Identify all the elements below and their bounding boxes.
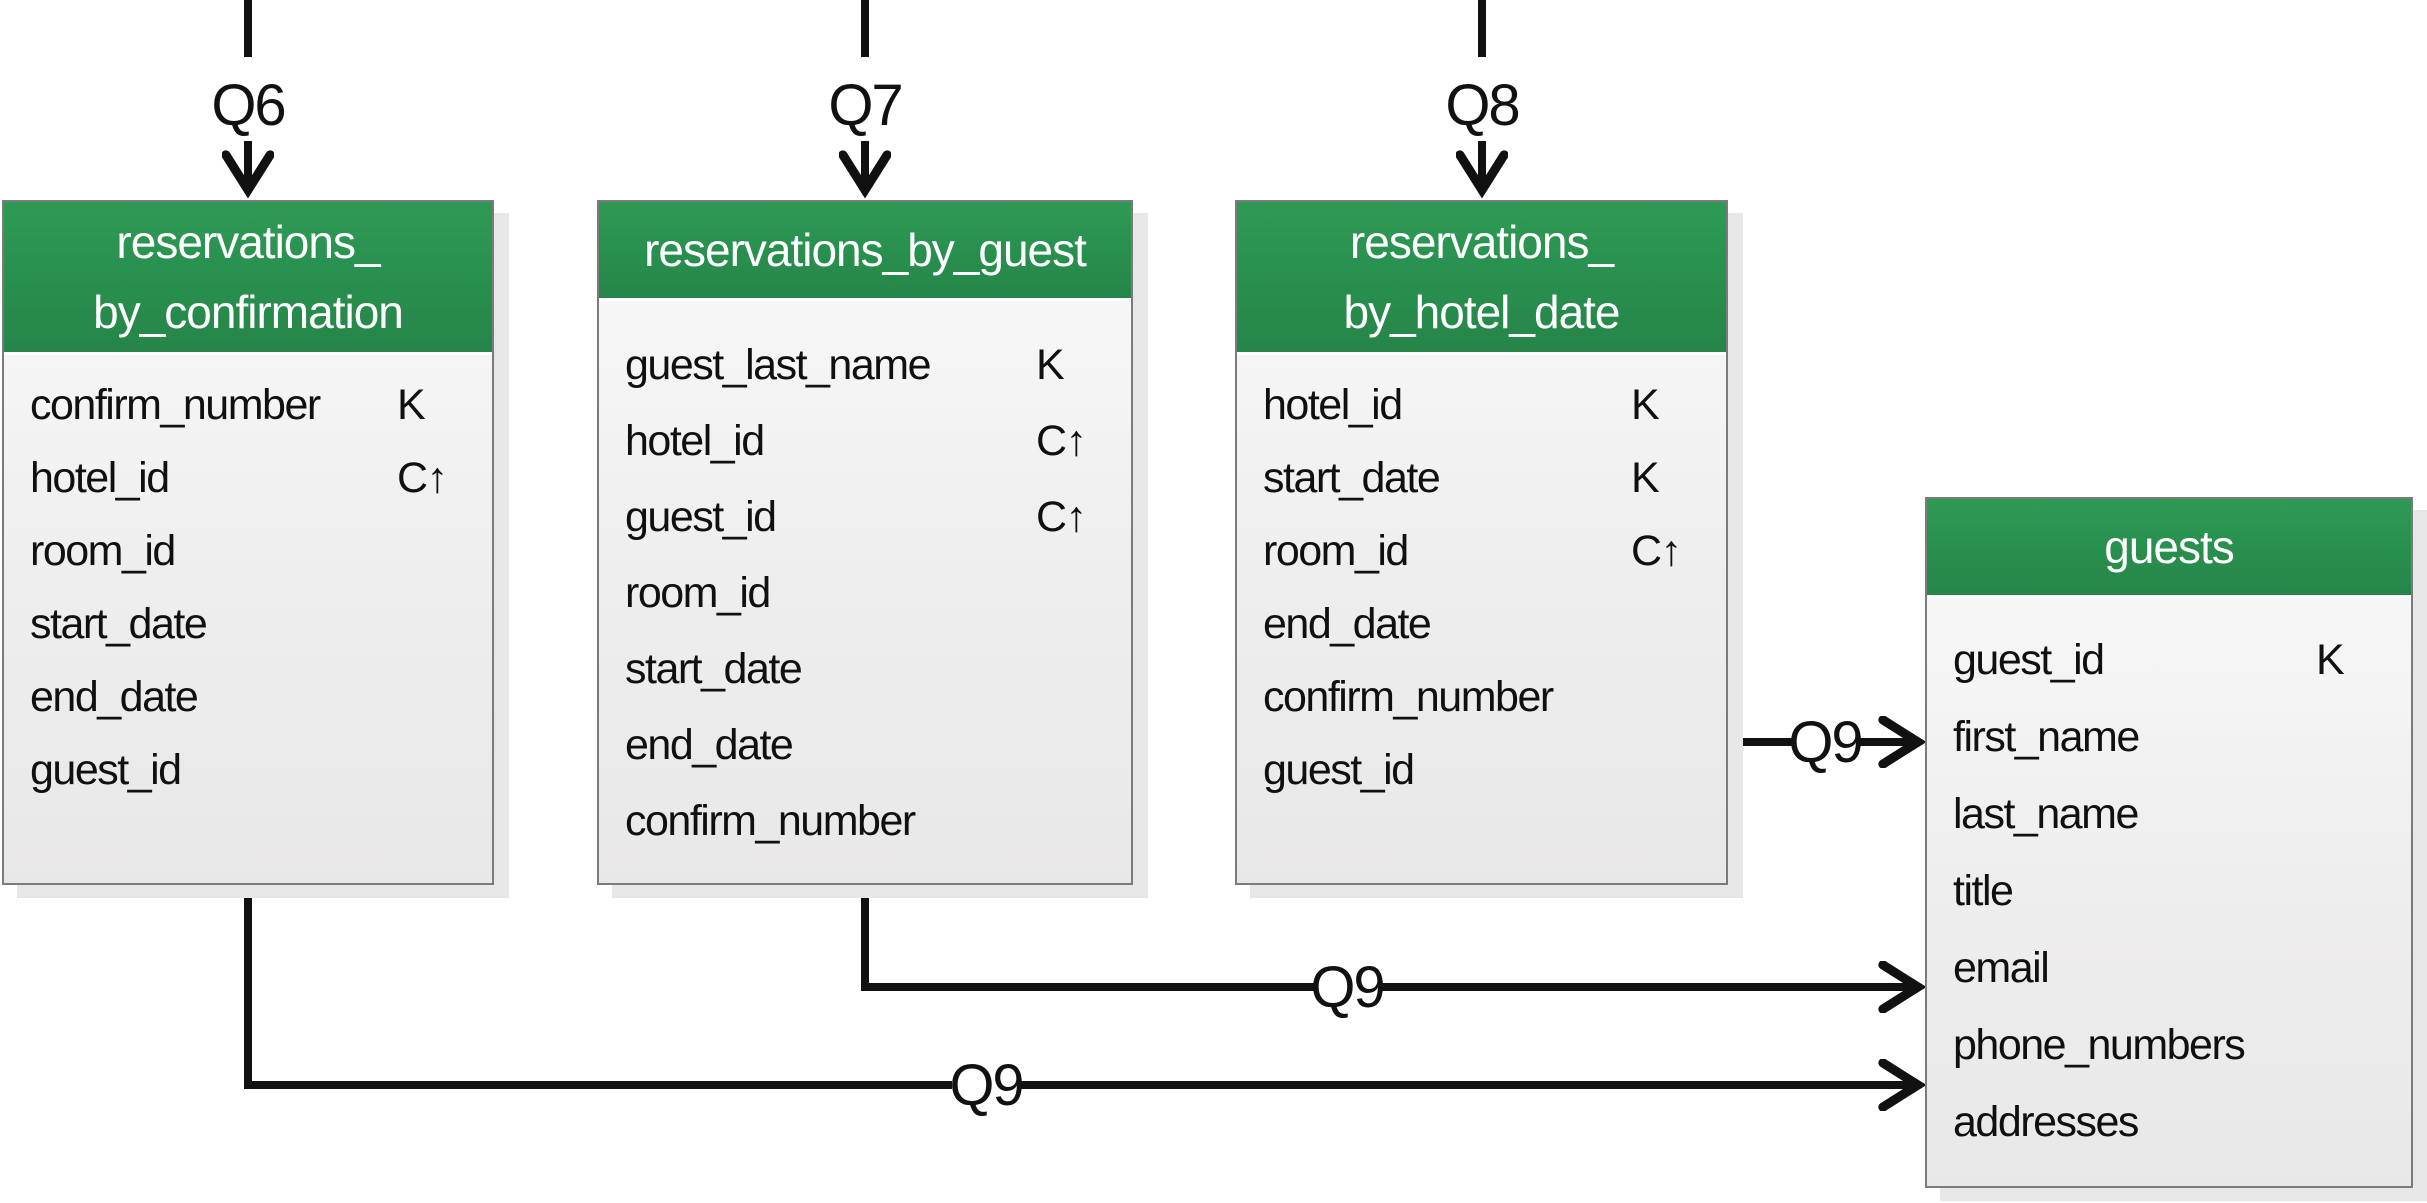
column-row: guest_id K — [1927, 622, 2411, 699]
column-row: room_id — [4, 515, 492, 588]
column-row: hotel_id C↑ — [4, 442, 492, 515]
column-name: guest_id — [625, 492, 777, 541]
column-name: room_id — [30, 527, 176, 575]
clustering-key-indicator: C↑ — [1036, 416, 1087, 465]
column-name: title — [1953, 867, 2014, 915]
key-indicator: K — [1631, 454, 1660, 502]
entity-table-guests: guests guest_id K first_name last_name t… — [1925, 497, 2413, 1188]
column-name: addresses — [1953, 1098, 2139, 1146]
q7-label: Q7 — [828, 73, 901, 138]
connector-q6: Q6 — [211, 0, 287, 190]
entity-table-reservations-by-hotel-date: reservations_ by_hotel_date hotel_id K s… — [1235, 200, 1728, 885]
clustering-key-indicator: C↑ — [1631, 527, 1682, 575]
column-row: hotel_id K — [1237, 369, 1726, 442]
column-name: email — [1953, 944, 2050, 992]
table-title-line: by_hotel_date — [1343, 286, 1620, 338]
connector-q9-hotel-date-to-guests: Q9 — [1726, 710, 1918, 775]
table-body: hotel_id K start_date K room_id C↑ end_d… — [1237, 355, 1726, 807]
column-row: guest_id — [4, 734, 492, 807]
column-name: confirm_number — [30, 381, 321, 429]
column-name: phone_numbers — [1953, 1021, 2246, 1069]
column-row: end_date — [599, 707, 1131, 783]
column-name: guest_id — [1263, 746, 1415, 794]
entity-table-reservations-by-guest: reservations_by_guest guest_last_name K … — [597, 200, 1133, 885]
column-row: start_date — [599, 631, 1131, 707]
column-row: room_id C↑ — [1237, 515, 1726, 588]
column-row: room_id — [599, 555, 1131, 631]
column-row: guest_id C↑ — [599, 479, 1131, 555]
column-row: guest_id — [1237, 734, 1726, 807]
column-row: last_name — [1927, 776, 2411, 853]
clustering-key-indicator: C↑ — [397, 454, 448, 502]
table-title-line: reservations_by_guest — [644, 224, 1087, 276]
q9-label: Q9 — [1788, 710, 1861, 775]
table-title-line: by_confirmation — [93, 286, 404, 338]
column-name: confirm_number — [625, 796, 916, 845]
column-row: hotel_id C↑ — [599, 403, 1131, 479]
column-name: last_name — [1953, 790, 2139, 838]
table-title-line: reservations_ — [116, 216, 380, 268]
column-row: email — [1927, 930, 2411, 1007]
key-indicator: K — [1036, 340, 1065, 389]
table-title-line: guests — [2104, 521, 2235, 573]
column-name: start_date — [625, 644, 803, 693]
connector-q9-confirmation-to-guests: Q9 — [244, 884, 1918, 1118]
table-body: guest_last_name K hotel_id C↑ guest_id C… — [599, 301, 1131, 859]
column-row: start_date K — [1237, 442, 1726, 515]
column-name: guest_id — [1953, 636, 2105, 684]
table-header: reservations_ by_hotel_date — [1237, 202, 1726, 355]
q9-label: Q9 — [1310, 955, 1383, 1020]
column-name: end_date — [625, 720, 794, 769]
q8-label: Q8 — [1445, 73, 1518, 138]
entity-table-reservations-by-confirmation: reservations_ by_confirmation confirm_nu… — [2, 200, 494, 885]
column-name: hotel_id — [625, 416, 765, 465]
column-name: room_id — [1263, 527, 1409, 575]
column-row: confirm_number — [1237, 661, 1726, 734]
table-body: guest_id K first_name last_name title em… — [1927, 598, 2411, 1161]
column-name: hotel_id — [1263, 381, 1403, 429]
q6-label: Q6 — [211, 73, 284, 138]
key-indicator: K — [2316, 636, 2345, 684]
table-body: confirm_number K hotel_id C↑ room_id sta… — [4, 355, 492, 807]
clustering-key-indicator: C↑ — [1036, 492, 1087, 541]
column-name: hotel_id — [30, 454, 170, 502]
column-row: end_date — [4, 661, 492, 734]
column-name: confirm_number — [1263, 673, 1554, 721]
key-indicator: K — [1631, 381, 1660, 429]
column-row: start_date — [4, 588, 492, 661]
column-name: first_name — [1953, 713, 2140, 761]
column-name: start_date — [30, 600, 208, 648]
table-title-line: reservations_ — [1349, 216, 1614, 268]
column-row: title — [1927, 853, 2411, 930]
column-row: end_date — [1237, 588, 1726, 661]
table-header: guests — [1927, 499, 2411, 598]
column-name: guest_id — [30, 746, 182, 794]
table-header: reservations_ by_confirmation — [4, 202, 492, 355]
column-name: end_date — [30, 673, 199, 721]
connector-q8: Q8 — [1445, 0, 1521, 190]
table-header: reservations_by_guest — [599, 202, 1131, 301]
column-row: confirm_number — [599, 783, 1131, 859]
connector-q7: Q7 — [828, 0, 904, 190]
connector-q9-guest-to-guests: Q9 — [861, 884, 1918, 1020]
key-indicator: K — [397, 381, 426, 429]
column-row: confirm_number K — [4, 369, 492, 442]
q9-label: Q9 — [949, 1053, 1022, 1118]
column-name: end_date — [1263, 600, 1432, 648]
column-name: start_date — [1263, 454, 1441, 502]
column-row: addresses — [1927, 1084, 2411, 1161]
column-row: first_name — [1927, 699, 2411, 776]
column-row: phone_numbers — [1927, 1007, 2411, 1084]
column-name: room_id — [625, 568, 771, 617]
column-row: guest_last_name K — [599, 327, 1131, 403]
column-name: guest_last_name — [625, 340, 932, 389]
